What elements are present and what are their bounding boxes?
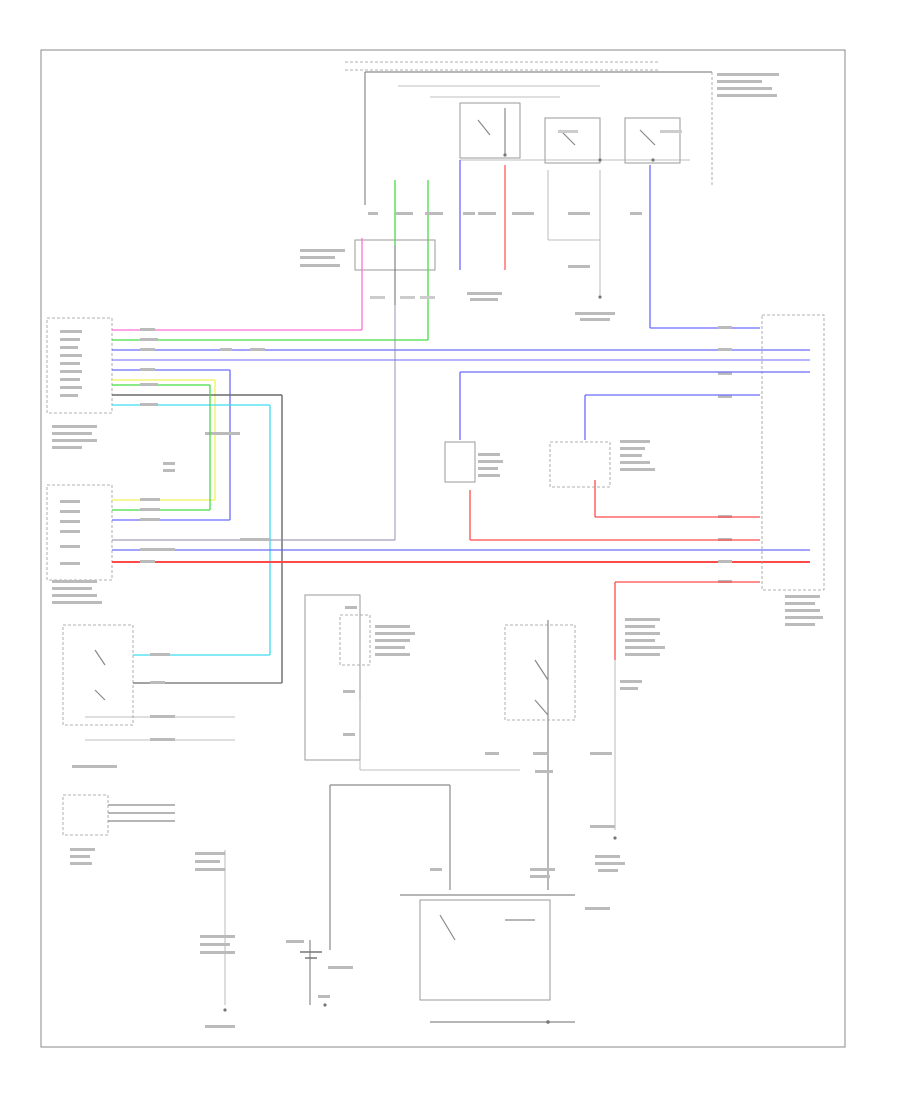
right-relay-module [718,314,825,626]
left-control-module-1 [46,317,113,449]
joint-connector-area [300,238,436,340]
bottom-left-components [62,794,235,1028]
top-fuse-section [345,61,779,205]
starter-relay-right [590,618,665,872]
can-junction-text [163,462,175,472]
top-wire-labels [368,212,642,321]
module1-wires [112,305,810,683]
left-control-module-2 [46,385,810,604]
diagram-frame [40,49,846,1048]
top-right-text-block [717,73,779,97]
center-right-wires [444,371,810,660]
battery-symbol [286,940,353,1007]
top-colored-wires [394,160,760,329]
starter-circuit [304,594,610,1024]
ignition-switch [62,624,282,768]
